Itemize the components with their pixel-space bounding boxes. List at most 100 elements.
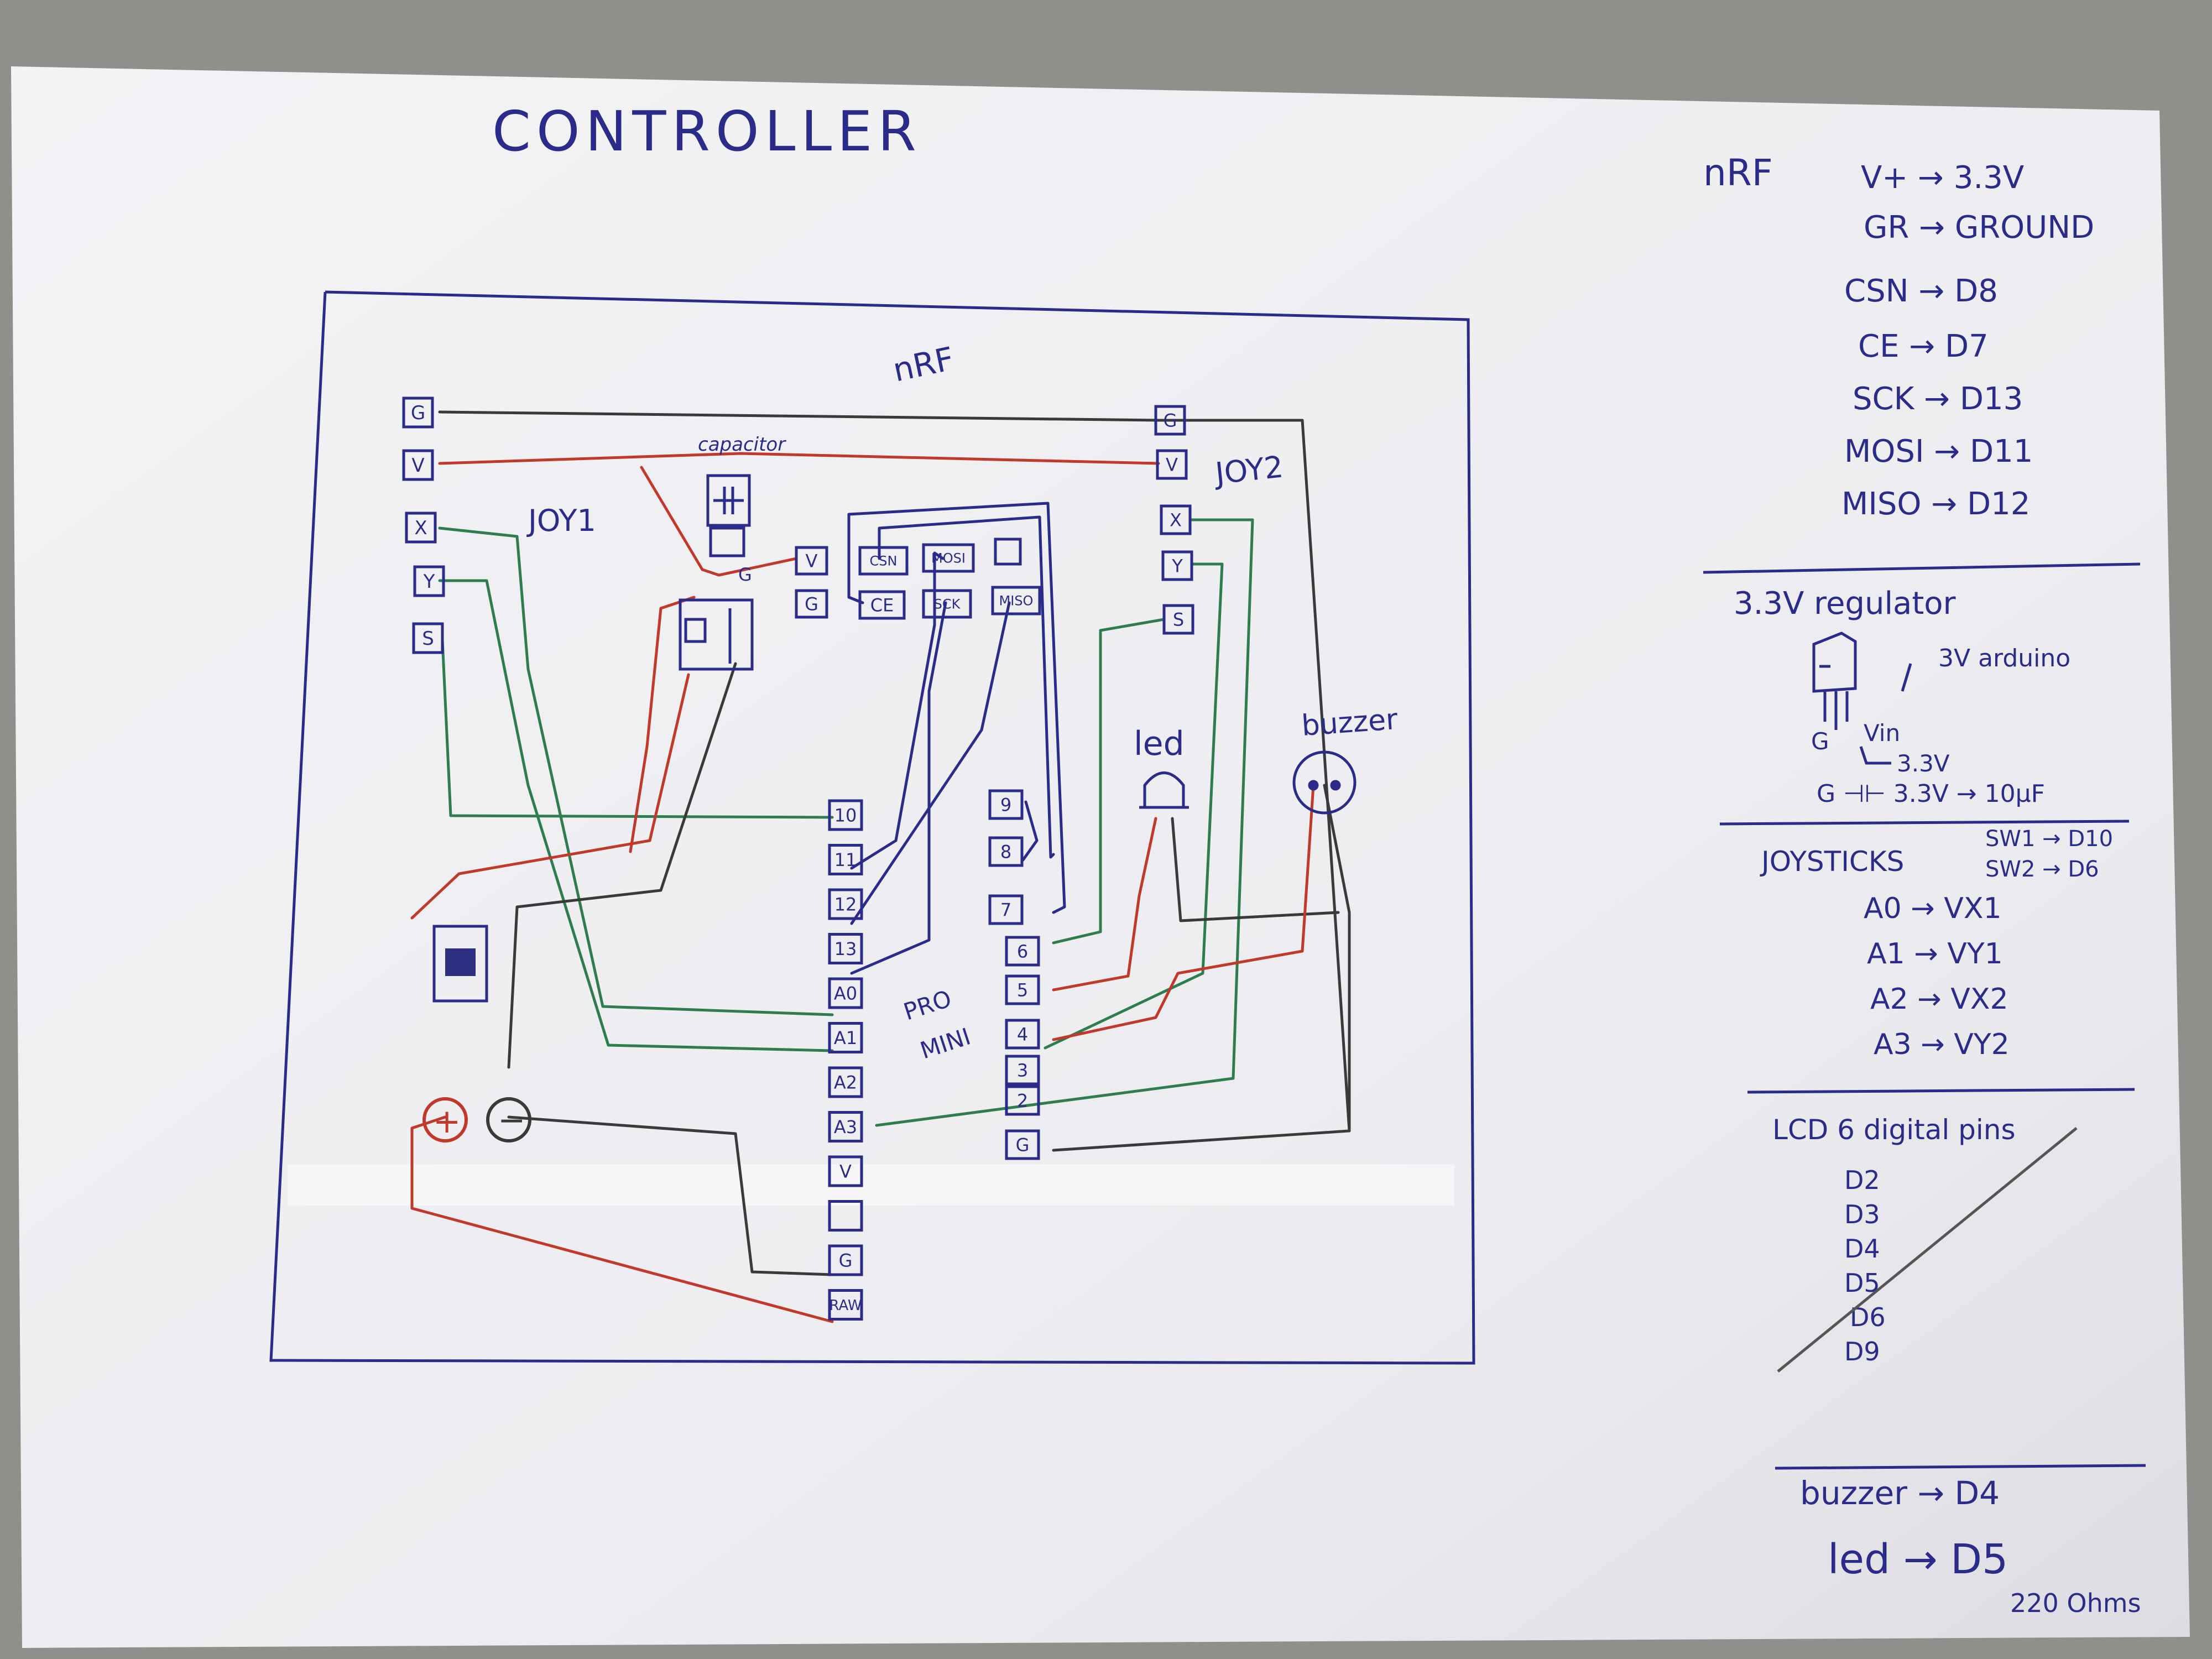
promini-left-pin-a3-label: A3: [834, 1117, 857, 1138]
divider-3: [1747, 1088, 2135, 1094]
wire-nrf-csn: [878, 515, 1055, 859]
wire-joy2-y: [1044, 562, 1224, 1050]
joy1-pin-s-label: S: [422, 628, 434, 650]
promini-right-pin-9-box: [988, 789, 1024, 820]
battery-plus-terminal: +: [422, 1097, 468, 1142]
notes-led: led → D5: [1828, 1536, 2008, 1583]
nrf-pin-v-label: V: [806, 551, 818, 572]
nrf-pin-csn-box: [858, 546, 909, 576]
joy1-pin-g-label: G: [411, 402, 425, 424]
wire-regulator-ground: [507, 662, 737, 1069]
notes-buzzer: buzzer → D4: [1800, 1474, 2000, 1512]
nrf-antenna-box: [994, 538, 1022, 566]
lcd-strike: [1777, 1127, 2078, 1373]
promini-left-pin-12-label: 12: [834, 894, 857, 915]
promini-left-pin-a1-label: A1: [834, 1027, 857, 1048]
promini-right-pin-5: 5: [1005, 974, 1040, 1005]
notes-regulator-heading: 3.3V regulator: [1734, 586, 1957, 622]
masking-tape: [288, 1164, 1454, 1206]
regulator-arduino: 3V arduino: [1938, 644, 2070, 672]
wire-nrf-sck: [850, 601, 947, 975]
wire-joy1-y: [438, 579, 834, 1052]
regulator-out: 3.3V: [1897, 750, 1950, 777]
wire-battery-minus: [507, 1115, 834, 1276]
joy2-pin-x-label: X: [1170, 510, 1182, 531]
nrf-pin-v: V: [795, 546, 828, 576]
battery-minus-terminal: −: [486, 1097, 531, 1142]
joy2-pin-g: G: [1154, 405, 1186, 436]
nrf-note-ce: CE → D7: [1858, 328, 1989, 364]
regulator-sketch: [1812, 632, 1912, 765]
joy1-pin-x: X: [405, 512, 437, 544]
joy2-pin-v-box: [1156, 449, 1188, 480]
wire-battery-plus: [410, 1115, 834, 1323]
promini-right-pin-7: 7: [988, 894, 1024, 925]
joy2-pin-g-label: G: [1164, 410, 1177, 431]
joy1-pin-x-box: [405, 512, 437, 544]
promini-left-pin-a2-label: A2: [834, 1072, 857, 1093]
promini-left-pin-a3-box: [828, 1111, 863, 1142]
promini-right-pin-2-box: [1005, 1085, 1040, 1116]
divider-1: [1703, 562, 2141, 574]
wire-buzzer-ground: [1323, 784, 1351, 1133]
promini-left-pin-a0-box: [828, 977, 863, 1009]
joy1-pin-v: V: [402, 449, 434, 481]
joystick-note-3: A3 → VY2: [1874, 1028, 2010, 1061]
promini-left-pin-10-label: 10: [834, 805, 857, 826]
nrf-pin-mosi-box: [922, 543, 975, 573]
promini-right-pin-8-box: [988, 836, 1024, 867]
joy2-pin-g-box: [1154, 405, 1186, 436]
promini-left-pin-a2-box: [828, 1066, 863, 1098]
promini-right-pin-g-label: G: [1016, 1135, 1030, 1156]
power-switch: [432, 925, 488, 1003]
promini-right-pin-3-label: 3: [1017, 1060, 1028, 1081]
promini-left-pin-a0: A0: [828, 977, 863, 1009]
promini-left-pin-v-box: [828, 1155, 863, 1187]
joy2-pin-y: Y: [1161, 550, 1193, 581]
nrf-note-vplus: V+ → 3.3V: [1861, 160, 2024, 196]
promini-left-pin-a1-box: [828, 1022, 863, 1053]
capacitor-label: capacitor: [698, 434, 786, 456]
promini-right-pin-6-box: [1005, 936, 1040, 967]
buzzer-label: buzzer: [1301, 703, 1399, 743]
joy2-pin-y-label: Y: [1171, 556, 1183, 577]
promini-left-pin-11-box: [828, 844, 863, 875]
notes-sw1: SW1 → D10: [1985, 826, 2113, 852]
promini-left-pin-v-label: V: [839, 1161, 852, 1182]
wire-regulator-out: [410, 673, 690, 920]
lcd-pin-d2: D2: [1844, 1165, 1880, 1195]
wire-capacitor-red: [640, 466, 798, 577]
joy1-pin-v-box: [402, 449, 434, 481]
promini-right-pin-g: G: [1005, 1129, 1040, 1160]
promini-right-pin-8-label: 8: [1000, 842, 1011, 863]
nrf-pin-ce-label: CE: [870, 595, 894, 616]
promini-right-pin-3: 3: [1005, 1055, 1040, 1086]
nrf-pin-g-box: [795, 589, 828, 619]
notes-resistor: 220 Ohms: [2010, 1588, 2141, 1618]
wire-joy1-x: [438, 526, 834, 1016]
lcd-pin-d4: D4: [1844, 1234, 1880, 1264]
wire-joy2-sw: [1052, 618, 1166, 945]
wire-nrf-mosi: [850, 551, 945, 870]
wire-nrf-ce: [847, 502, 1066, 914]
notes-joysticks-heading: JOYSTICKS: [1760, 846, 1904, 878]
joy1-pin-g: G: [402, 397, 434, 429]
wire-joy1-sw: [441, 639, 834, 819]
lcd-pin-d9: D9: [1844, 1337, 1880, 1366]
promini-left-pin-10: 10: [828, 799, 863, 831]
promini-right-pin-7-box: [988, 894, 1024, 925]
promini-right-pin-2: 2: [1005, 1085, 1040, 1116]
promini-left-pin-12-box: [828, 888, 863, 920]
regulator-vin: Vin: [1864, 719, 1900, 747]
wire-joy2-x: [875, 518, 1254, 1127]
wire-nrf-miso: [850, 601, 1011, 925]
nrf-pin-g-label: G: [805, 594, 818, 615]
wire-layer: [410, 410, 1351, 1323]
wire-buzzer-d4: [1052, 784, 1315, 1041]
